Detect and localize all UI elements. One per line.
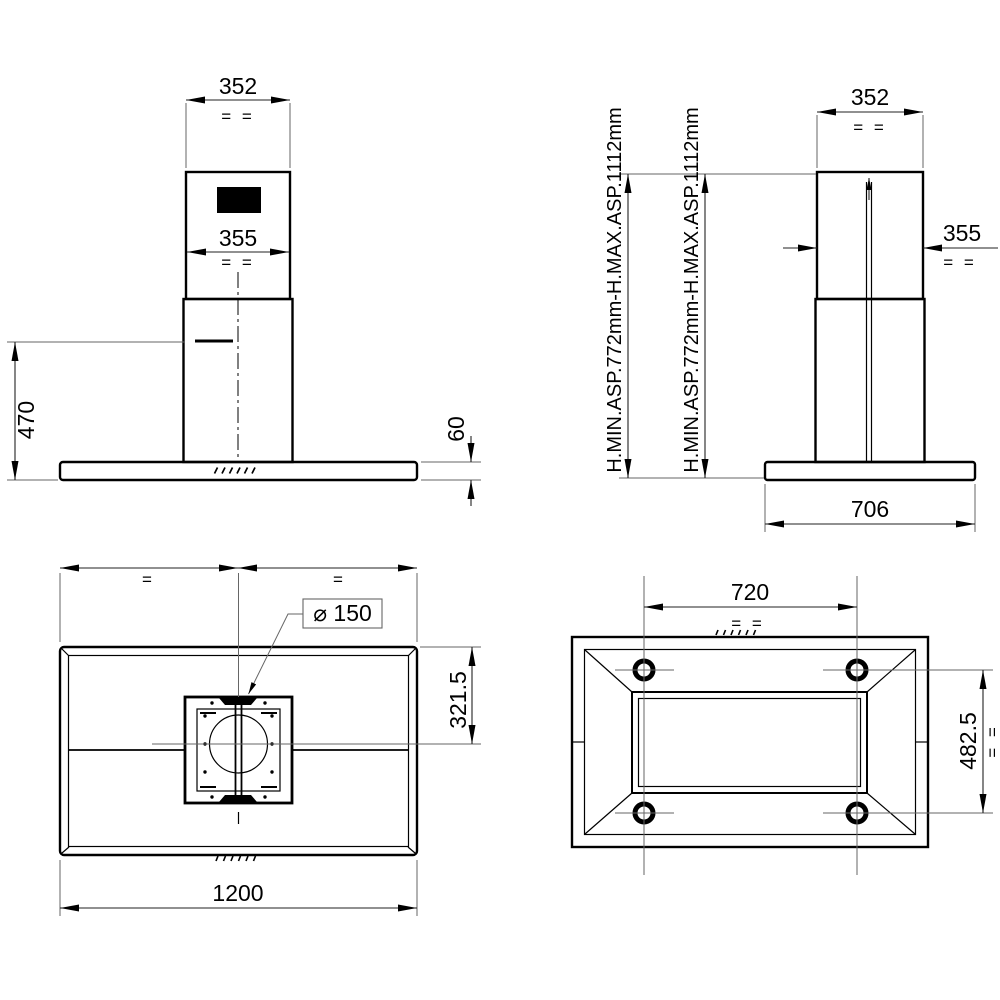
top-center-offset-dim: 321.5 <box>445 671 471 729</box>
front-view: 352 = = 355 = = 470 60 <box>7 73 481 506</box>
side-height-range-left: H.MIN.ASP.772mm-H.MAX.ASP.1112mm <box>604 107 626 472</box>
top-duct-mount <box>183 695 294 824</box>
ceiling-panel-inner <box>637 697 862 788</box>
side-body-equals: = = <box>943 253 977 272</box>
side-chimney-upper <box>815 170 925 301</box>
ceiling-equals-y: = = <box>983 724 1000 758</box>
front-height-dim: 470 <box>13 401 39 439</box>
front-top-width-dim: 352 <box>219 73 257 99</box>
top-control-buttons <box>215 855 257 862</box>
top-bracket-bottom <box>219 795 257 802</box>
front-control-buttons <box>213 467 256 474</box>
front-body-width-dim: 355 <box>219 225 257 251</box>
duct-leader-line <box>248 613 303 695</box>
top-bracket-top <box>219 698 257 705</box>
ceiling-hole-centerlines <box>615 576 993 875</box>
side-body-depth-dim: 355 <box>943 220 981 246</box>
front-hood-body <box>58 460 419 482</box>
ceiling-panel <box>631 691 868 794</box>
ceiling-holes-y-dim: 482.5 <box>955 712 981 770</box>
side-chimney-lower <box>814 297 926 464</box>
side-view: 352 = = 355 = = 706 H.MIN.ASP.772mm-H.MA… <box>604 84 998 532</box>
front-base-height-dim: 60 <box>443 416 469 442</box>
side-height-range-right: H.MIN.ASP.772mm-H.MAX.ASP.1112mm <box>681 107 703 472</box>
top-total-width-dim: 1200 <box>212 880 263 906</box>
side-base-depth-dim: 706 <box>851 496 889 522</box>
ceiling-outline <box>570 635 930 849</box>
side-chimney-seam <box>865 178 873 462</box>
top-screws <box>203 701 274 799</box>
top-equals-right: = <box>333 570 343 589</box>
front-body-equals: = = <box>221 253 255 272</box>
top-equals-left: = <box>142 570 152 589</box>
duct-label-box <box>302 598 383 629</box>
ceiling-inner-edge <box>583 648 917 836</box>
duct-diameter-dim: ⌀ 150 <box>313 600 372 626</box>
top-view: = = ⌀ 150 321.5 1200 <box>58 564 481 916</box>
side-top-equals: = = <box>853 118 887 137</box>
ceiling-view: 720 = = 482.5 = = <box>570 576 1000 875</box>
ceiling-equals-x: = = <box>731 614 765 633</box>
side-hood-body <box>763 460 977 482</box>
front-display-panel <box>217 187 261 213</box>
side-top-depth-dim: 352 <box>851 84 889 110</box>
ceiling-corner-folds <box>572 649 928 835</box>
ceiling-mounting-holes <box>632 658 869 825</box>
ceiling-holes-x-dim: 720 <box>731 579 769 605</box>
ceiling-control-buttons <box>715 629 757 636</box>
front-top-equals: = = <box>221 107 255 126</box>
